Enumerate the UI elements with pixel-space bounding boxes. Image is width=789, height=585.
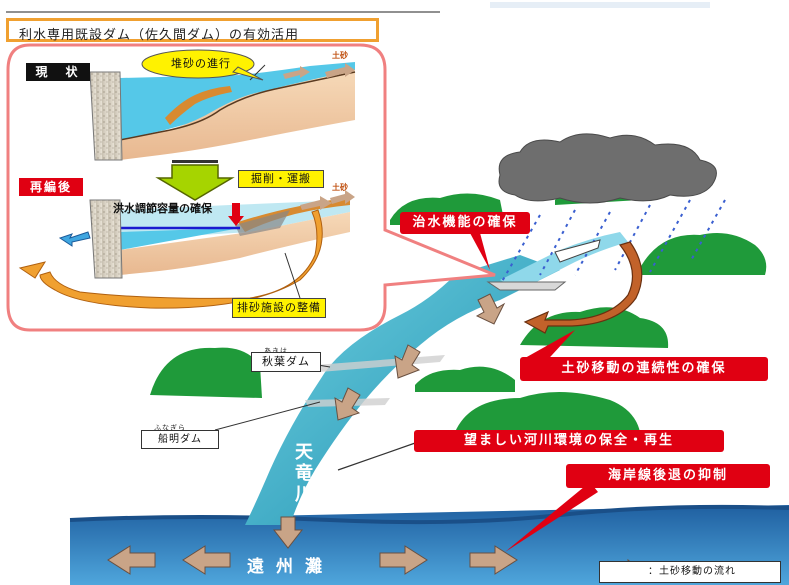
tenryu-river-label: 天竜川 (295, 442, 313, 505)
flood-capacity-label: 洪水調節容量の確保 (113, 202, 212, 215)
legend-box: ：土砂移動の流れ (599, 561, 781, 583)
sediment-progress-label: 堆砂の進行 (171, 57, 231, 70)
sediment-arrows (107, 293, 518, 575)
bypass-label: 排砂施設の整備 (232, 298, 326, 318)
top-faint-bar (490, 2, 710, 8)
sediment-arrow-icon (272, 516, 304, 549)
page-title: 利水専用既設ダム（佐久間ダム）の有効活用 (6, 18, 379, 43)
legend-label: ：土砂移動の流れ (648, 566, 736, 577)
down-arrow-icon (155, 164, 235, 201)
sediment-bubble (141, 49, 264, 81)
rain (499, 199, 726, 286)
akiha-ruby: あきは (264, 347, 288, 355)
sediment-arrow-icon (394, 344, 421, 379)
continuity-label: 土砂移動の連続性の確保 (520, 357, 768, 381)
sediment-arrow-icon (107, 545, 156, 575)
soil-label-top: 土砂 (332, 51, 348, 60)
river-env-label: 望ましい河川環境の保全・再生 (414, 430, 724, 452)
current-state-label: 現 状 (26, 63, 90, 81)
flood-control-leader (470, 233, 490, 270)
small-white-arrow (554, 239, 601, 263)
excavation-label: 掘削・運搬 (238, 170, 324, 188)
sediment-arrow-icon (475, 293, 506, 325)
rain-cloud-icon (498, 133, 717, 204)
sakuma-dam-small (486, 281, 567, 291)
sediment-arrow-icon (469, 545, 518, 575)
after-panel (58, 190, 355, 279)
sediment-arrow-icon (182, 545, 231, 575)
curved-arrow-icon (523, 241, 643, 334)
river-env-leader (337, 441, 419, 471)
akiha-dam-label: 秋葉ダム (251, 352, 321, 372)
sediment-arrow-icon (379, 545, 428, 575)
funagira-ruby: ふなぎら (154, 424, 186, 432)
sediment-arrow-icon (334, 387, 361, 421)
funagira-dam-label: 船明ダム (141, 430, 219, 449)
flood-control-label: 治水機能の確保 (400, 212, 530, 234)
sea-wave (69, 504, 789, 525)
coast-label: 海岸線後退の抑制 (566, 464, 770, 488)
after-reorg-label: 再編後 (19, 178, 83, 196)
coast-leader (505, 482, 598, 552)
down-arrow-bar (172, 160, 218, 163)
enshu-nada-label: 遠州灘 (247, 557, 334, 577)
soil-label-mid: 土砂 (332, 183, 348, 192)
